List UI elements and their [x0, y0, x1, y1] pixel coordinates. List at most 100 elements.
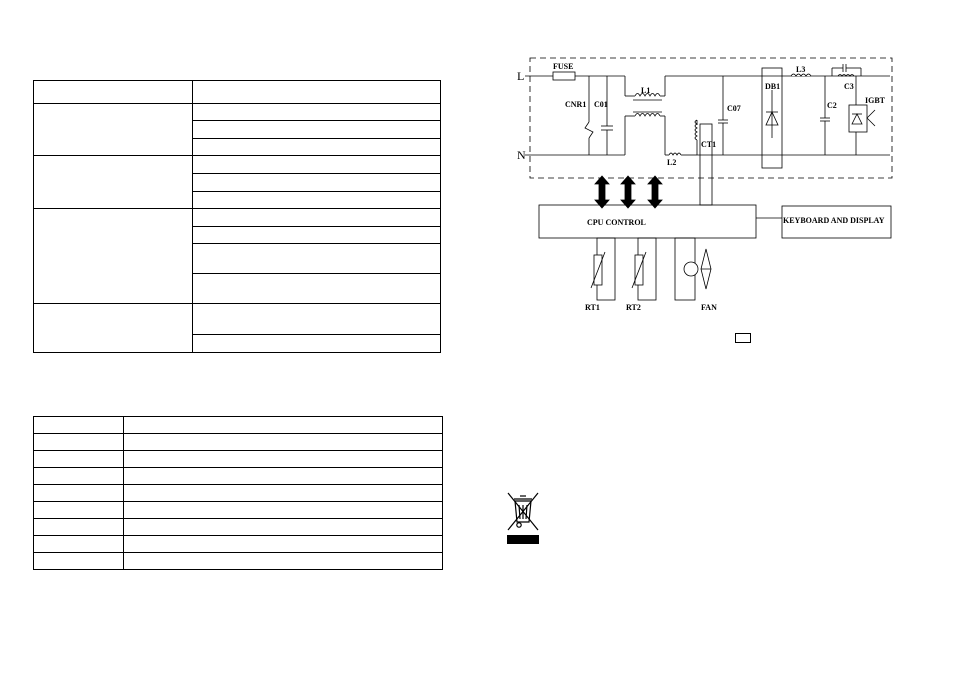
line-terminal-label: L [517, 69, 524, 83]
table-row [33, 484, 443, 502]
bidirectional-arrow [620, 175, 636, 209]
bidirectional-arrow [594, 175, 610, 209]
signal-arrows [594, 175, 663, 209]
table-row [33, 467, 443, 485]
capacitor-c2-label: C2 [827, 101, 837, 110]
inductor-l3-symbol [790, 73, 812, 77]
table-cell [192, 191, 441, 209]
table-cell [33, 552, 124, 570]
inductor-l1-label: L1 [641, 86, 650, 95]
crossed-out-wheelie-bin-icon [507, 492, 539, 544]
table-cell [123, 467, 443, 485]
table-cell [192, 334, 441, 353]
table-cell [123, 416, 443, 434]
table-cell [123, 450, 443, 468]
table-cell [123, 535, 443, 553]
bidirectional-arrow [647, 175, 663, 209]
table-cell [192, 303, 441, 335]
varistor-label: CNR1 [565, 100, 586, 109]
table-cell [33, 433, 124, 451]
igbt-gate [866, 117, 876, 127]
thermistor-rt1-slash [590, 251, 606, 289]
table-cell [33, 535, 124, 553]
table-row [33, 501, 443, 519]
fan-label: FAN [701, 303, 717, 312]
table-row [33, 208, 441, 304]
bridge-rectifier-label: DB1 [765, 82, 780, 91]
table-cell [123, 484, 443, 502]
fan-motor-icon [683, 261, 699, 277]
table-row [33, 155, 441, 209]
neutral-terminal-label: N [517, 148, 526, 162]
inductor-l2-symbol [668, 152, 682, 156]
cpu-control-block [538, 204, 757, 239]
thermistor-rt2-slash [631, 251, 647, 289]
inductor-l1-coil-bottom [634, 113, 661, 117]
current-transformer-label: CT1 [701, 140, 716, 149]
table-cell [192, 120, 441, 139]
varistor-symbol [584, 121, 594, 139]
inductor-l3-label: L3 [796, 65, 805, 74]
table-row [33, 103, 441, 156]
thermistor-rt2-label: RT2 [626, 303, 641, 312]
spec-table-1 [33, 80, 441, 353]
igbt-gate [866, 109, 876, 119]
table-cell [33, 303, 193, 353]
keyboard-display-label: KEYBOARD AND DISPLAY [783, 216, 885, 225]
table-row [33, 303, 441, 353]
inductor-l1-coil-top [634, 93, 661, 97]
table-cell [33, 155, 193, 209]
table-cell [192, 138, 441, 156]
current-transformer-coil [694, 119, 698, 141]
table-cell [33, 484, 124, 502]
table-row [33, 552, 443, 570]
thermistor-rt1-label: RT1 [585, 303, 600, 312]
table-cell [33, 501, 124, 519]
power-board-boundary [529, 57, 893, 179]
table-row [33, 518, 443, 536]
small-box [735, 333, 751, 343]
igbt-body [848, 104, 868, 133]
igbt-label: IGBT [865, 96, 886, 105]
table-row [33, 450, 443, 468]
table-cell [192, 243, 441, 274]
table-cell [192, 273, 441, 304]
table-cell [192, 103, 441, 121]
current-transformer-sense-lead [699, 123, 713, 206]
igbt-diode [851, 113, 863, 125]
fuse-label: FUSE [553, 62, 573, 71]
table-cell [123, 552, 443, 570]
table-row [33, 416, 443, 434]
table-cell [192, 226, 441, 244]
fan-blade-icon [700, 248, 712, 290]
table-cell [192, 155, 441, 174]
table-cell [123, 501, 443, 519]
resistor-c3-parallel [837, 74, 855, 77]
capacitor-c01-label: C01 [594, 100, 608, 109]
capacitor-c3-label: C3 [844, 82, 854, 91]
table-cell [33, 208, 193, 304]
fuse-symbol [552, 71, 576, 81]
table-cell [33, 80, 193, 104]
table-cell [33, 518, 124, 536]
table-cell [192, 173, 441, 192]
bridge-rectifier-body [761, 67, 783, 169]
capacitor-c07-label: C07 [727, 104, 741, 113]
cpu-control-label: CPU CONTROL [587, 218, 646, 227]
table-row [33, 80, 441, 104]
keyboard-display-block [781, 205, 892, 239]
table-cell [33, 416, 124, 434]
table-cell [192, 80, 441, 104]
spec-table-2 [33, 416, 443, 570]
table-cell [123, 433, 443, 451]
table-cell [123, 518, 443, 536]
table-cell [33, 103, 193, 156]
table-row [33, 433, 443, 451]
circuit-diagram: L N FUSE CNR1 C01 L1 L2 CT1 C07 [517, 57, 893, 312]
inductor-l2-label: L2 [667, 158, 676, 167]
table-cell [192, 208, 441, 227]
table-row [34, 243, 441, 274]
table-cell [33, 467, 124, 485]
table-row [33, 535, 443, 553]
table-row [34, 334, 441, 353]
